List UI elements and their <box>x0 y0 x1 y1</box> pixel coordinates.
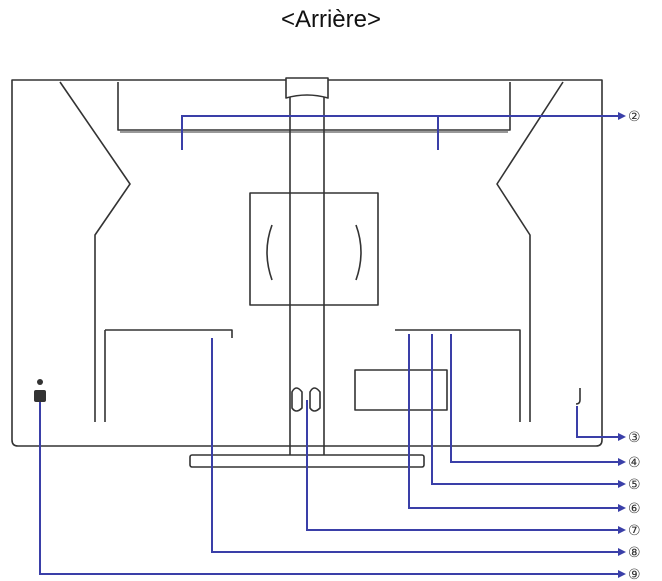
callout-8: ⑧ <box>628 545 641 561</box>
top-recess <box>117 82 511 131</box>
monitor-back-outline <box>11 79 603 447</box>
kensington-lock <box>34 379 46 402</box>
callout-4: ④ <box>628 455 641 471</box>
stand-neck <box>289 78 325 455</box>
callout-2: ② <box>628 109 641 125</box>
monitor-back-panel <box>59 81 564 422</box>
callout-5: ⑤ <box>628 477 641 493</box>
leader-5 <box>431 334 618 485</box>
stand-top <box>285 77 329 99</box>
leader-9 <box>39 402 618 575</box>
callout-7: ⑦ <box>628 523 641 539</box>
leader-8 <box>211 338 618 553</box>
leader-2 <box>181 115 618 150</box>
leader-7 <box>306 400 618 531</box>
cable-clip <box>291 387 321 412</box>
port-panel <box>104 329 521 422</box>
stand-hinge <box>266 224 362 281</box>
callout-3: ③ <box>628 430 641 446</box>
leader-3 <box>576 406 618 438</box>
leader-4 <box>450 334 618 463</box>
headphone-hook <box>575 388 581 405</box>
callout-9: ⑨ <box>628 567 641 581</box>
port-block <box>354 369 448 411</box>
callout-6: ⑥ <box>628 501 641 517</box>
leader-6 <box>408 334 618 509</box>
vesa-plate <box>249 192 379 306</box>
diagram-title: <Arrière> <box>280 6 382 33</box>
